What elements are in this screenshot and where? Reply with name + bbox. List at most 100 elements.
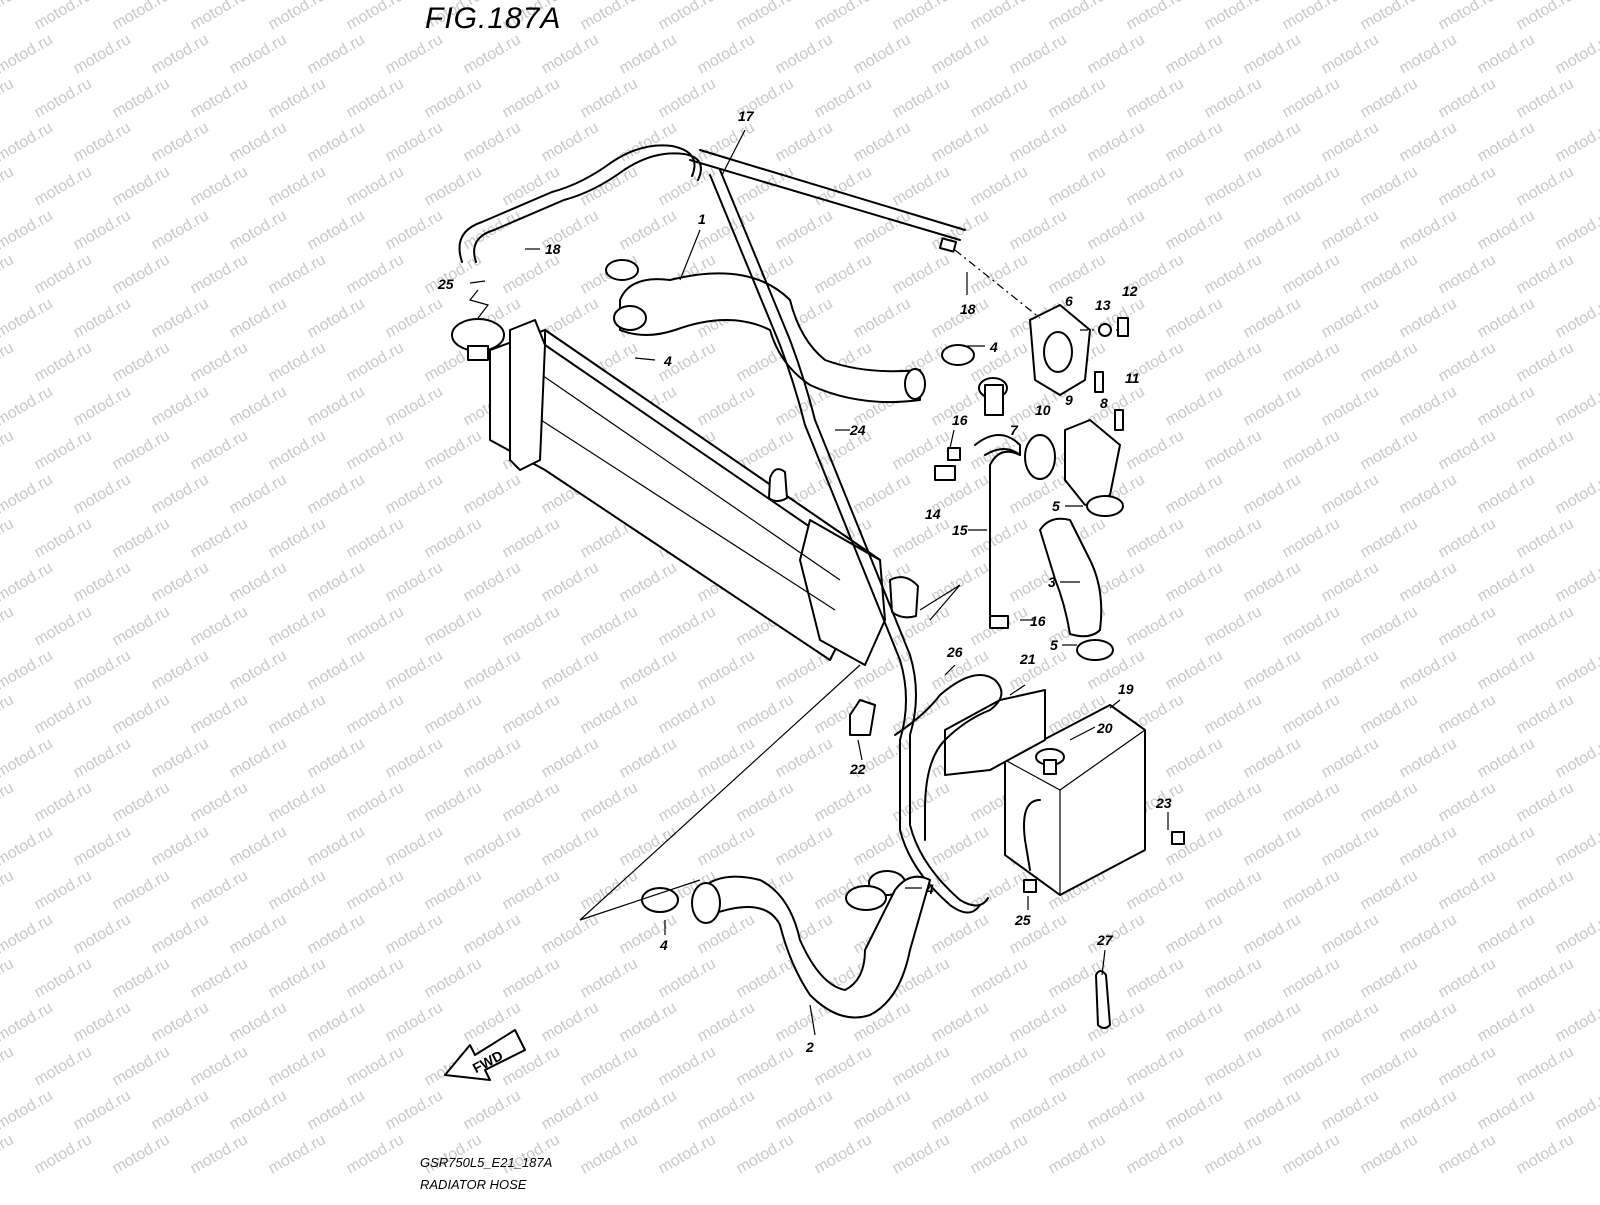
watermark-text: motod.ru	[1436, 75, 1499, 121]
watermark-text: motod.ru	[0, 75, 17, 121]
watermark-text: motod.ru	[32, 0, 95, 33]
watermark-text: motod.ru	[1085, 31, 1148, 77]
watermark-text: motod.ru	[0, 427, 17, 473]
watermark-text: motod.ru	[968, 515, 1031, 561]
watermark-text: motod.ru	[1397, 1087, 1460, 1133]
watermark-text: motod.ru	[1358, 515, 1421, 561]
watermark-text: motod.ru	[110, 75, 173, 121]
watermark-text: motod.ru	[1358, 1043, 1421, 1089]
watermark-text: motod.ru	[1319, 471, 1382, 517]
watermark-text: motod.ru	[32, 251, 95, 297]
watermark-text: motod.ru	[1163, 295, 1226, 341]
watermark-text: motod.ru	[500, 163, 563, 209]
callout-10: 10	[1035, 402, 1051, 418]
watermark-text: motod.ru	[110, 1043, 173, 1089]
watermark-text: motod.ru	[188, 515, 251, 561]
watermark-text: motod.ru	[110, 163, 173, 209]
watermark-text: motod.ru	[617, 1087, 680, 1133]
watermark-text: motod.ru	[773, 823, 836, 869]
watermark-text: motod.ru	[1202, 779, 1265, 825]
watermark-text: motod.ru	[773, 31, 836, 77]
watermark-text: motod.ru	[695, 647, 758, 693]
watermark-text: motod.ru	[227, 735, 290, 781]
watermark-text: motod.ru	[500, 251, 563, 297]
watermark-text: motod.ru	[1046, 1131, 1109, 1177]
watermark-text: motod.ru	[1358, 779, 1421, 825]
watermark-text: motod.ru	[110, 867, 173, 913]
watermark-text: motod.ru	[1514, 1131, 1577, 1177]
watermark-text: motod.ru	[1085, 911, 1148, 957]
callout-9: 9	[1065, 392, 1073, 408]
watermark-text: motod.ru	[305, 295, 368, 341]
watermark-text: motod.ru	[266, 955, 329, 1001]
watermark-text: motod.ru	[110, 339, 173, 385]
watermark-text: motod.ru	[1553, 119, 1600, 165]
watermark-text: motod.ru	[1436, 691, 1499, 737]
watermark-text: motod.ru	[1553, 383, 1600, 429]
watermark-text: motod.ru	[461, 119, 524, 165]
watermark-text: motod.ru	[1514, 251, 1577, 297]
watermark-text: motod.ru	[383, 383, 446, 429]
callout-23: 23	[1155, 795, 1172, 811]
watermark-text: motod.ru	[0, 383, 56, 429]
watermark-text: motod.ru	[1007, 207, 1070, 253]
watermark-text: motod.ru	[656, 0, 719, 33]
watermark-text: motod.ru	[1514, 1043, 1577, 1089]
watermark-text: motod.ru	[1514, 779, 1577, 825]
watermark-text: motod.ru	[1319, 559, 1382, 605]
watermark-text: motod.ru	[227, 471, 290, 517]
watermark-text: motod.ru	[110, 1131, 173, 1177]
watermark-text: motod.ru	[1163, 911, 1226, 957]
watermark-text: motod.ru	[929, 31, 992, 77]
watermark-text: motod.ru	[773, 735, 836, 781]
watermark-text: motod.ru	[1085, 999, 1148, 1045]
watermark-text: motod.ru	[1436, 427, 1499, 473]
watermark-text: motod.ru	[1163, 471, 1226, 517]
watermark-text: motod.ru	[1553, 471, 1600, 517]
watermark-text: motod.ru	[968, 75, 1031, 121]
callout-18-left: 18	[545, 241, 561, 257]
watermark-text: motod.ru	[149, 911, 212, 957]
watermark-text: motod.ru	[695, 1087, 758, 1133]
watermark-text: motod.ru	[695, 999, 758, 1045]
figure-title: FIG.187A	[425, 2, 561, 36]
watermark-text: motod.ru	[188, 779, 251, 825]
watermark-text: motod.ru	[1085, 295, 1148, 341]
callout-20: 20	[1096, 720, 1113, 736]
watermark-text: motod.ru	[1553, 31, 1600, 77]
watermark-text: motod.ru	[0, 515, 17, 561]
watermark-text: motod.ru	[1046, 251, 1109, 297]
watermark-text: motod.ru	[0, 119, 56, 165]
watermark-text: motod.ru	[1163, 1087, 1226, 1133]
watermark-text: motod.ru	[0, 867, 17, 913]
watermark-text: motod.ru	[71, 647, 134, 693]
watermark-text: motod.ru	[1202, 251, 1265, 297]
watermark-text: motod.ru	[539, 31, 602, 77]
watermark-text: motod.ru	[539, 119, 602, 165]
watermark-text: motod.ru	[1202, 955, 1265, 1001]
watermark-text: motod.ru	[149, 295, 212, 341]
watermark-text: motod.ru	[0, 1131, 17, 1177]
watermark-text: motod.ru	[383, 295, 446, 341]
watermark-text: motod.ru	[812, 75, 875, 121]
watermark-text: motod.ru	[110, 603, 173, 649]
watermark-text: motod.ru	[1280, 0, 1343, 33]
watermark-text: motod.ru	[188, 163, 251, 209]
watermark-text: motod.ru	[578, 1131, 641, 1177]
watermark-text: motod.ru	[422, 75, 485, 121]
watermark-text: motod.ru	[32, 75, 95, 121]
watermark-text: motod.ru	[188, 691, 251, 737]
watermark-text: motod.ru	[1319, 383, 1382, 429]
watermark-text: motod.ru	[1397, 31, 1460, 77]
callout-4-lower-right: 4	[925, 881, 934, 897]
watermark-text: motod.ru	[1085, 119, 1148, 165]
watermark-text: motod.ru	[188, 867, 251, 913]
watermark-text: motod.ru	[344, 0, 407, 33]
watermark-text: motod.ru	[1475, 31, 1538, 77]
watermark-text: motod.ru	[149, 1087, 212, 1133]
watermark-text: motod.ru	[344, 515, 407, 561]
watermark-text: motod.ru	[266, 867, 329, 913]
watermark-text: motod.ru	[656, 955, 719, 1001]
watermark-text: motod.ru	[149, 119, 212, 165]
watermark-text: motod.ru	[227, 911, 290, 957]
